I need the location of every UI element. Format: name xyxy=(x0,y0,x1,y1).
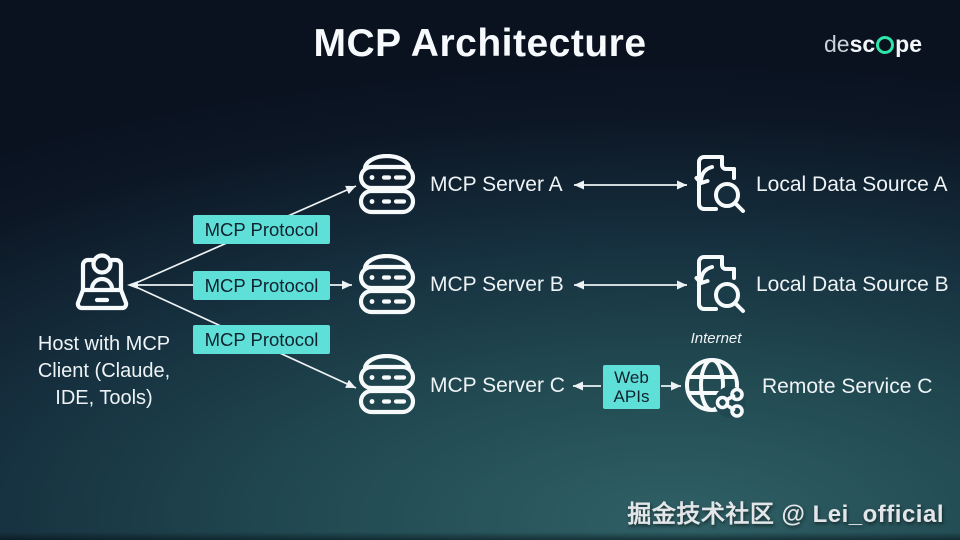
page-title: MCP Architecture xyxy=(313,22,647,65)
logo-o-icon xyxy=(876,35,895,54)
file-arrow-curve xyxy=(699,265,714,284)
logo-text-bold2: pe xyxy=(895,31,922,57)
server-c-label: MCP Server C xyxy=(430,374,565,397)
laptop-user-icon xyxy=(75,253,129,311)
file-search-icon-b xyxy=(694,255,745,313)
magnifier-glass xyxy=(714,282,740,308)
logo-text-bold1: sc xyxy=(849,31,876,57)
host-label: Host with MCP Client (Claude, IDE, Tools… xyxy=(37,333,171,409)
globe-share-icon xyxy=(685,358,746,418)
server-icon-a xyxy=(358,154,416,215)
mcp-protocol-box-1: MCP Protocol xyxy=(193,215,330,244)
laptop-screen-right xyxy=(109,257,124,293)
share-backing xyxy=(714,386,746,418)
data-source-a-label: Local Data Source A xyxy=(756,173,948,196)
server-icon-b xyxy=(358,254,416,315)
arrowhead-to-host xyxy=(127,281,138,289)
logo-text-light: de xyxy=(823,31,850,57)
share-node-top xyxy=(730,387,744,402)
user-head xyxy=(91,253,113,275)
share-node-bottom xyxy=(730,404,744,418)
file-arrow-curve xyxy=(699,165,714,184)
magnifier-handle xyxy=(733,301,745,313)
file-fold xyxy=(720,155,736,171)
mcp-protocol-box-2: MCP Protocol xyxy=(193,271,330,300)
server-b-label: MCP Server B xyxy=(430,273,564,296)
globe-meridian xyxy=(699,358,725,412)
file-search-icon-a xyxy=(694,155,745,213)
file-arrow-head xyxy=(694,276,710,285)
server-icon-c xyxy=(358,354,416,415)
share-node-left xyxy=(715,395,730,410)
magnifier-glass xyxy=(714,182,740,208)
file-arrow-head xyxy=(694,176,710,185)
user-shoulders xyxy=(89,276,115,293)
laptop-base xyxy=(75,287,129,311)
magnifier-handle xyxy=(733,201,745,213)
remote-service-label: Remote Service C xyxy=(762,375,933,398)
mcp-protocol-box-3: MCP Protocol xyxy=(193,325,330,354)
internet-label: Internet xyxy=(690,330,742,347)
server-a-label: MCP Server A xyxy=(430,173,563,196)
web-apis-box: Web APIs xyxy=(603,365,660,409)
data-source-b-label: Local Data Source B xyxy=(756,273,949,296)
watermark: 掘金技术社区 @ Lei_official xyxy=(627,501,944,528)
laptop-screen-left xyxy=(80,257,95,293)
file-fold xyxy=(720,255,736,271)
